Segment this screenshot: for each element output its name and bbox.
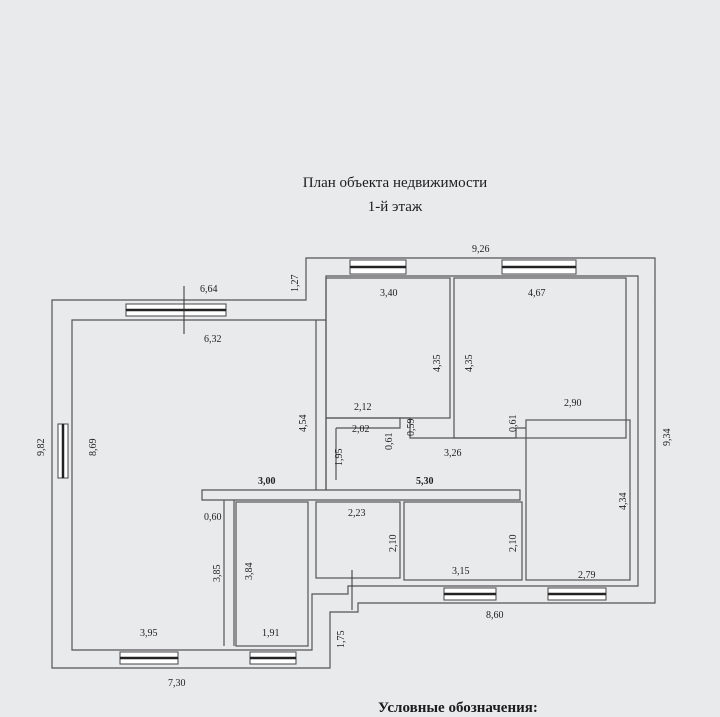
dim-room-top-right-width: 4,67 (528, 288, 546, 299)
dim-small-room-width: 1,91 (262, 628, 280, 639)
dim-left-total: 9,82 (36, 439, 47, 457)
small-room (235, 501, 309, 647)
room-center (315, 501, 401, 579)
room-top-left (325, 277, 451, 419)
dim-corridor-len: 5,30 (416, 476, 434, 487)
dim-hall-upper-width: 2,12 (354, 402, 372, 413)
dim-room-right-height: 2,10 (508, 535, 519, 553)
dim-right-room-width-top: 2,90 (564, 398, 582, 409)
dim-bottom-right-total: 8,60 (486, 610, 504, 621)
dim-room-top-right-height: 4,35 (464, 355, 475, 373)
dim-top-total: 9,26 (472, 244, 490, 255)
dim-hall-notch-3: 0,61 (508, 415, 519, 433)
dim-hall-right-width: 3,26 (444, 448, 462, 459)
dim-hall-notch-2: 0,59 (406, 419, 417, 437)
room-top-right (453, 277, 627, 439)
dim-living-hall-len: 3,00 (258, 476, 276, 487)
dim-living-width: 6,32 (204, 334, 222, 345)
dim-step-height: 1,75 (336, 631, 347, 649)
dim-room-center-height: 2,10 (388, 535, 399, 553)
outer-wall-outer (51, 257, 656, 669)
living-room-lower-wall (223, 500, 235, 646)
hall-wall (325, 417, 526, 490)
dim-living-bottom-width: 3,95 (140, 628, 158, 639)
dim-right-total: 9,34 (662, 429, 673, 447)
room-right (525, 419, 631, 581)
dim-left-offset: 1,27 (290, 275, 301, 293)
dim-room-top-left-height: 4,35 (432, 355, 443, 373)
dim-bottom-left-total: 7,30 (168, 678, 186, 689)
corridor-wall (201, 489, 521, 501)
dim-hall-notch-1: 0,61 (384, 433, 395, 451)
living-room-wall (315, 320, 327, 490)
dim-wall-step: 0,60 (204, 512, 222, 523)
dim-right-room-width-bottom: 2,79 (578, 570, 596, 581)
dim-small-room-height: 3,84 (244, 563, 255, 581)
plan-subtitle: 1-й этаж (367, 199, 423, 215)
dim-right-room-height: 4,34 (618, 493, 629, 511)
dim-room-right-width: 3,15 (452, 566, 470, 577)
room-lower-right (403, 501, 523, 581)
dim-hall-height: 1,95 (334, 449, 345, 467)
dim-room-center-width: 2,23 (348, 508, 366, 519)
dim-hall-lower-width: 2,02 (352, 424, 370, 435)
dim-living-lower-height: 3,85 (212, 565, 223, 583)
dim-living-inner-height: 4,54 (298, 415, 309, 433)
legend-heading: Условные обозначения: (378, 700, 538, 716)
dim-living-height: 8,69 (88, 439, 99, 457)
plan-title: План объекта недвижимости (302, 175, 488, 191)
dim-left-upper-width: 6,64 (200, 284, 218, 295)
dim-room-top-left-width: 3,40 (380, 288, 398, 299)
